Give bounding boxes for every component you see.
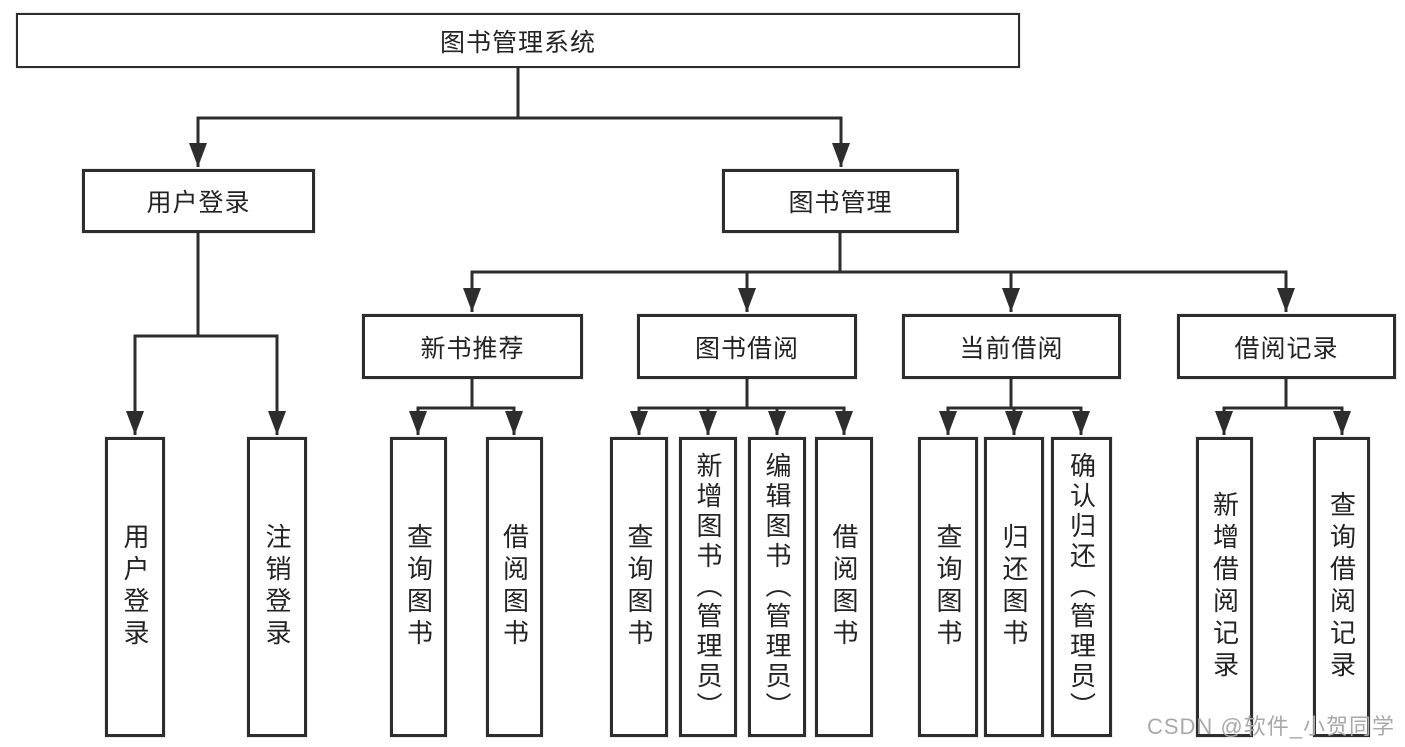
csdn-watermark: CSDN @软件_小贺同学 (1146, 714, 1395, 739)
node-label: 用户登录 (120, 523, 150, 651)
node-label: 新增图书（管理员） (693, 452, 723, 722)
node-label: 图书管理系统 (439, 28, 596, 57)
leaf-add-borrow-record: 新增借阅记录 (1196, 437, 1253, 737)
node-user-login: 用户登录 (82, 169, 315, 233)
node-label: 查询借阅记录 (1326, 491, 1357, 683)
leaf-query-books-borrowing: 查询图书 (610, 437, 668, 737)
leaf-query-borrow-record: 查询借阅记录 (1313, 437, 1370, 737)
node-new-book-recommendation: 新书推荐 (362, 314, 583, 379)
node-label: 查询图书 (624, 523, 654, 651)
node-label: 确认归还（管理员） (1066, 452, 1097, 722)
connector-book-management-children (463, 233, 1295, 312)
connector-root-to-level1 (189, 68, 850, 167)
node-label: 当前借阅 (959, 334, 1064, 363)
leaf-user-login: 用户登录 (105, 437, 165, 737)
node-label: 新书推荐 (420, 334, 525, 363)
leaf-return-books: 归还图书 (984, 437, 1044, 737)
connector-user-login-children (126, 233, 286, 435)
leaf-borrow-books: 借阅图书 (815, 437, 873, 737)
node-label: 图书管理 (788, 189, 893, 217)
connector-new-book-recommendation-children (409, 379, 523, 435)
node-book-borrowing: 图书借阅 (637, 314, 857, 379)
node-borrowing-records: 借阅记录 (1177, 314, 1396, 379)
node-label: 新增借阅记录 (1209, 491, 1240, 683)
node-label: 编辑图书（管理员） (762, 452, 792, 722)
node-label: 借阅图书 (499, 523, 530, 651)
connector-current-borrowing-children (939, 379, 1090, 435)
leaf-logout: 注销登录 (247, 437, 307, 737)
connector-book-borrowing-children (630, 379, 853, 435)
node-book-management: 图书管理 (722, 169, 959, 233)
node-label: 借阅图书 (829, 523, 859, 651)
node-label: 图书借阅 (694, 334, 799, 363)
node-label: 查询图书 (403, 523, 434, 651)
node-label: 用户登录 (146, 189, 251, 217)
leaf-query-books-current: 查询图书 (918, 437, 978, 737)
connector-borrowing-records-children (1215, 379, 1351, 435)
node-library-management-system: 图书管理系统 (16, 13, 1020, 68)
node-label: 借阅记录 (1234, 334, 1339, 363)
node-label: 注销登录 (262, 523, 292, 651)
leaf-add-books-admin: 新增图书（管理员） (679, 437, 737, 737)
node-label: 查询图书 (933, 523, 963, 651)
leaf-edit-books-admin: 编辑图书（管理员） (748, 437, 806, 737)
leaf-confirm-return-admin: 确认归还（管理员） (1051, 437, 1112, 737)
leaf-query-books-recommend: 查询图书 (390, 437, 447, 737)
node-current-borrowing: 当前借阅 (902, 314, 1121, 379)
node-label: 归还图书 (999, 523, 1029, 651)
leaf-borrow-books-recommend: 借阅图书 (486, 437, 543, 737)
